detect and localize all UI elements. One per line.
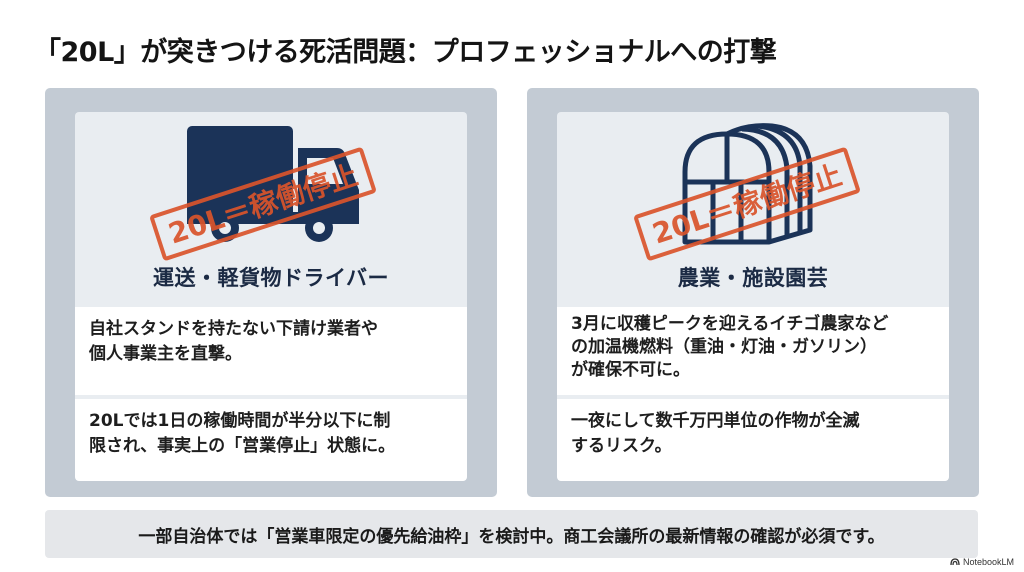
category-title: 運送・軽貨物ドライバー — [152, 266, 390, 290]
category-title: 農業・施設園芸 — [677, 266, 829, 290]
footer-note: 一部自治体では「営業車限定の優先給油枠」を検討中。商工会議所の最新情報の確認が必… — [45, 510, 978, 558]
card-text: 20Lでは1日の稼働時間が半分以下に制 限され、事実上の「営業停止」状態に。 — [89, 411, 396, 456]
truck-icon: 20L＝稼働停止 — [150, 126, 376, 261]
notebooklm-logo-icon — [950, 558, 960, 566]
info-card: 一夜にして数千万円単位の作物が全滅 するリスク。 — [557, 399, 949, 481]
card-text: 自社スタンドを持たない下請け業者や 個人事業主を直撃。 — [89, 319, 378, 364]
watermark-label: NotebookLM — [962, 557, 1014, 567]
page-title: 「20L」が突きつける死活問題：プロフェッショナルへの打撃 — [34, 37, 777, 68]
icon-area: 20L＝稼働停止 — [557, 112, 949, 262]
watermark: NotebookLM — [950, 557, 1014, 567]
card-text: 一夜にして数千万円単位の作物が全滅 するリスク。 — [571, 411, 860, 456]
card-text: 3月に収穫ピークを迎えるイチゴ農家など の加温機燃料（重油・灯油・ガソリン） が… — [571, 314, 889, 380]
info-card: 3月に収穫ピークを迎えるイチゴ農家など の加温機燃料（重油・灯油・ガソリン） が… — [557, 307, 949, 395]
panel-logistics: 20L＝稼働停止 運送・軽貨物ドライバー 自社スタンドを持たない下請け業者や 個… — [45, 88, 497, 497]
panel-agriculture: 20L＝稼働停止 農業・施設園芸 3月に収穫ピークを迎えるイチゴ農家など の加温… — [527, 88, 979, 497]
greenhouse-icon: 20L＝稼働停止 — [634, 123, 860, 261]
panel-inner: 20L＝稼働停止 農業・施設園芸 3月に収穫ピークを迎えるイチゴ農家など の加温… — [557, 112, 949, 481]
icon-area: 20L＝稼働停止 — [75, 112, 467, 262]
info-card: 20Lでは1日の稼働時間が半分以下に制 限され、事実上の「営業停止」状態に。 — [75, 399, 467, 481]
info-card: 自社スタンドを持たない下請け業者や 個人事業主を直撃。 — [75, 307, 467, 395]
footer-note-text: 一部自治体では「営業車限定の優先給油枠」を検討中。商工会議所の最新情報の確認が必… — [138, 526, 885, 547]
panel-inner: 20L＝稼働停止 運送・軽貨物ドライバー 自社スタンドを持たない下請け業者や 個… — [75, 112, 467, 481]
